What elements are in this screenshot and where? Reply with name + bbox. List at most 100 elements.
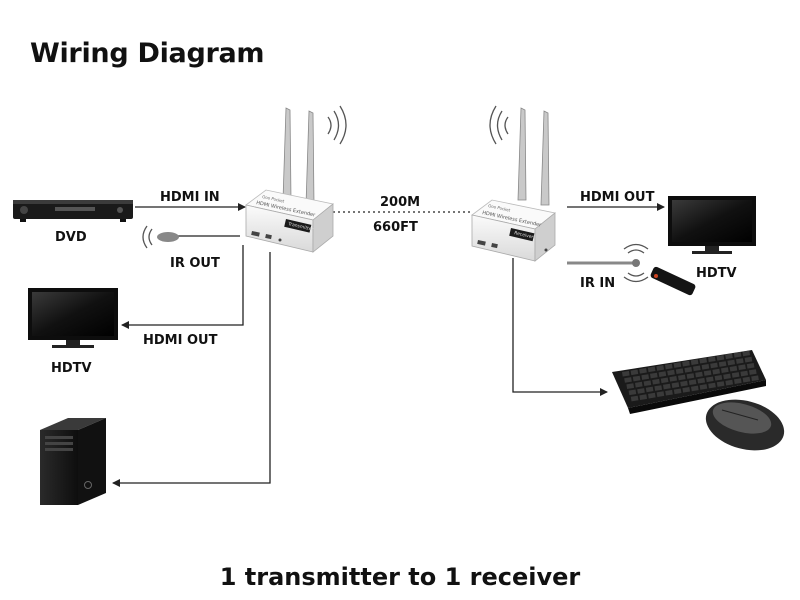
ir-in-label: IR IN: [580, 276, 616, 291]
ir-out-label: IR OUT: [170, 256, 220, 271]
keyboard-key: [706, 376, 714, 383]
tx-hdmi-out-line: [121, 245, 244, 329]
hdmi-in-label: HDMI IN: [160, 190, 220, 205]
keyboard-key: [740, 370, 749, 377]
keyboard-key: [652, 378, 660, 385]
keyboard-key: [645, 386, 654, 393]
transmitter-signal-icon: [327, 105, 347, 145]
hdtv-right-icon: [668, 196, 756, 254]
keyboard-key: [725, 353, 733, 360]
keyboard-key: [628, 389, 637, 396]
transmitter-badge-text: Transmitter: [287, 221, 314, 233]
keyboard-key: [671, 382, 680, 388]
mouse-icon: [705, 399, 785, 451]
keyboard-key: [718, 361, 727, 367]
keyboard-key: [734, 378, 742, 384]
keyboard-key: [686, 373, 695, 379]
keyboard-key: [632, 375, 641, 382]
keyboard-key: [751, 375, 759, 382]
tx-usb-line: [112, 252, 271, 487]
keyboard-key: [667, 369, 675, 376]
keyboard-key: [656, 391, 665, 397]
keyboard-key: [669, 376, 678, 382]
receiver-signal-icon: [489, 105, 509, 145]
keyboard-key: [680, 380, 688, 387]
keyboard-key: [630, 369, 639, 376]
dvd-label: DVD: [55, 230, 87, 245]
keyboard-key: [665, 363, 673, 370]
keyboard-key: [626, 383, 635, 389]
keyboard-key: [744, 356, 753, 363]
keyboard-key: [733, 352, 742, 358]
keyboard-key: [656, 365, 665, 371]
keyboard-key: [624, 377, 632, 383]
distance-feet-label: 660FT: [373, 220, 418, 235]
transmitter-brand-text: Ooo Pocket: [262, 194, 285, 204]
keyboard-key: [690, 359, 699, 365]
keyboard-key: [688, 379, 697, 386]
keyboard-key: [639, 368, 647, 374]
keyboard-key: [731, 372, 740, 378]
keyboard-key: [673, 362, 682, 368]
keyboard-key: [749, 369, 757, 375]
keyboard-key: [710, 362, 718, 369]
keyboard-key: [712, 368, 721, 375]
keyboard-key: [727, 359, 736, 366]
transmitter-antennas: [282, 107, 315, 206]
keyboard-key: [697, 377, 706, 384]
keyboard-key: [723, 373, 731, 380]
receiver-antennas: [517, 107, 550, 206]
keyboard-key: [675, 368, 684, 375]
keyboard-key: [714, 375, 723, 381]
keyboard-key: [738, 364, 746, 371]
keyboard-icon: [612, 350, 766, 414]
connection-lines: [112, 203, 665, 487]
keyboard-key: [630, 395, 639, 402]
keyboard-key: [699, 384, 708, 390]
keyboard-key: [682, 360, 690, 367]
keyboard-key: [665, 389, 673, 396]
dvd-player-icon: [13, 200, 133, 222]
keyboard-key: [716, 355, 725, 361]
keyboard-key: [708, 382, 716, 389]
keyboard-key: [643, 380, 652, 387]
tx-hdmi-out-label: HDMI OUT: [143, 333, 218, 348]
keyboard-key: [742, 376, 751, 383]
keyboard-key: [622, 370, 630, 377]
rx-usb-line: [512, 258, 608, 396]
keyboard-key: [678, 374, 686, 381]
keyboard-key: [635, 381, 643, 388]
keyboard-key: [682, 387, 691, 393]
keyboard-key: [684, 367, 693, 373]
ir-receiver-icon: [623, 243, 649, 283]
hdtv-left-label: HDTV: [51, 361, 92, 376]
ir-emitter-icon: [142, 225, 179, 249]
diagram-caption: 1 transmitter to 1 receiver: [219, 563, 581, 591]
keyboard-key: [725, 379, 734, 386]
keyboard-key: [707, 356, 716, 363]
keyboard-key: [746, 363, 755, 369]
remote-control-icon: [650, 266, 696, 296]
receiver-device: Ooo Pocket HDMI Wireless Extender Receiv…: [471, 105, 556, 262]
keyboard-key: [637, 388, 645, 394]
computer-tower-icon: [40, 418, 106, 505]
keyboard-key: [660, 377, 669, 384]
keyboard-key: [742, 350, 751, 357]
keyboard-key: [701, 364, 710, 370]
keyboard-key: [693, 365, 701, 372]
keyboard-key: [721, 367, 729, 373]
hdtv-right-label: HDTV: [696, 266, 737, 281]
keyboard-key: [716, 381, 725, 387]
keyboard-key: [699, 357, 708, 364]
keyboard-key: [729, 365, 738, 372]
keyboard-key: [695, 371, 703, 378]
keyboard-key: [703, 370, 712, 376]
receiver-badge-text: Receiver: [514, 230, 534, 240]
keyboard-key: [658, 371, 667, 377]
keyboard-key: [673, 388, 682, 395]
keyboard-key: [654, 385, 663, 391]
keyboard-key: [691, 385, 699, 392]
hdtv-left-icon: [28, 288, 118, 348]
keyboard-key: [648, 392, 656, 399]
